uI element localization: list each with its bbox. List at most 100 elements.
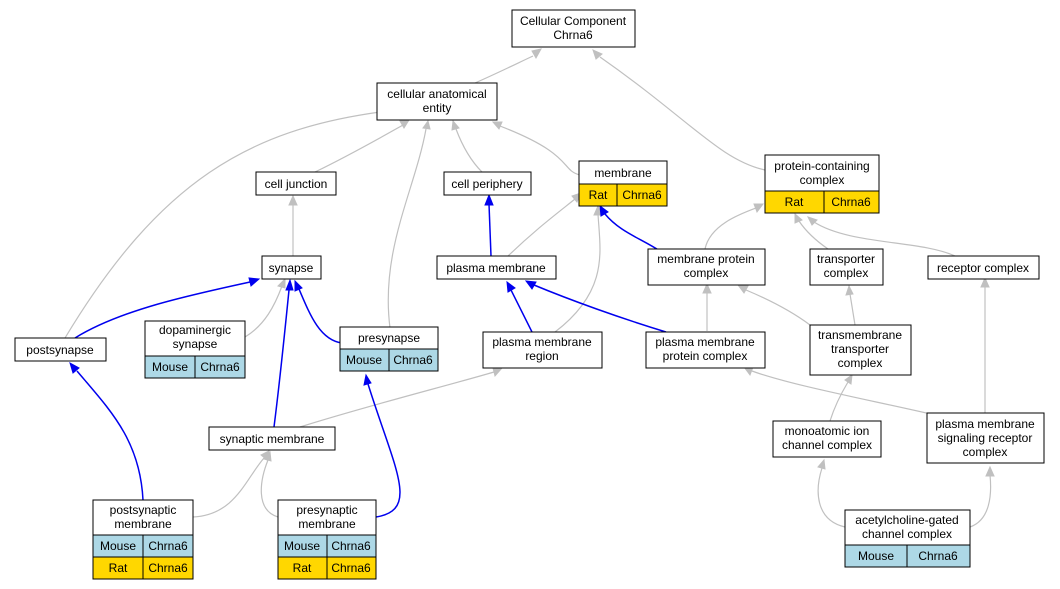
node-receptor-complex[interactable]: receptor complex [927, 255, 1040, 280]
edge-pmr-plasmamembrane [510, 289, 533, 333]
node-cell-junction[interactable]: cell junction [255, 171, 337, 196]
species-label: Rat [293, 561, 312, 575]
node-label: postsynapse [26, 343, 94, 357]
node-label: plasma membrane [446, 261, 546, 275]
edge-celljunction-cae [314, 124, 404, 173]
gene-label: Chrna6 [831, 195, 871, 209]
node-label: membrane [298, 517, 356, 531]
edge-pmsrc-pmpc [751, 370, 936, 416]
node-label: transporter [831, 342, 889, 356]
gene-label: Chrna6 [918, 549, 958, 563]
edge-presynapse-cae [387, 128, 427, 329]
gene-label: Chrna6 [148, 539, 188, 553]
node-label: presynapse [358, 331, 420, 345]
edges [64, 48, 995, 528]
node-label: plasma membrane [655, 335, 755, 349]
node-label: receptor complex [937, 261, 1029, 275]
node-presynapse[interactable]: presynapse Mouse Chrna6 [339, 326, 439, 372]
gene-cell [823, 190, 880, 214]
gene-label: Chrna6 [331, 539, 371, 553]
gene-cell [326, 556, 377, 580]
edge-postsynapse-cae [64, 111, 381, 339]
edge-presynapse-synapse [298, 288, 343, 344]
species-label: Mouse [152, 360, 188, 374]
node-label: complex [838, 356, 883, 370]
node-label: cell periphery [451, 177, 522, 191]
edge-achgcc-monoatomic [817, 467, 846, 528]
species-label: Mouse [284, 539, 320, 553]
species-label: Rat [785, 195, 804, 209]
species-label: Rat [589, 188, 608, 202]
node-label: channel complex [862, 527, 952, 541]
node-label: transporter [817, 252, 875, 266]
node-label: plasma membrane [492, 335, 592, 349]
node-cellular-component-root[interactable]: Cellular Component Chrna6 [511, 9, 636, 48]
node-label: postsynaptic [110, 503, 177, 517]
edge-mpc-pcc [704, 207, 757, 250]
gene-label: Chrna6 [200, 360, 240, 374]
node-monoatomic-ion-channel-complex[interactable]: monoatomic ion channel complex [772, 420, 882, 458]
node-presynaptic-membrane[interactable]: presynaptic membrane Mouse Chrna6 Rat Ch… [277, 499, 377, 580]
node-label: entity [423, 101, 452, 115]
node-cell-periphery[interactable]: cell periphery [443, 171, 532, 196]
node-label: channel complex [782, 438, 872, 452]
node-plasma-membrane-signaling-receptor-complex[interactable]: plasma membrane signaling receptor compl… [926, 412, 1045, 464]
node-label: membrane protein [657, 252, 754, 266]
node-membrane-protein-complex[interactable]: membrane protein complex [647, 248, 766, 286]
edge-cae-root [474, 55, 534, 84]
edge-achgcc-pmsrc [969, 474, 992, 528]
node-label: presynaptic [296, 503, 357, 517]
node-label: cell junction [265, 177, 328, 191]
node-label: monoatomic ion [785, 424, 870, 438]
node-transmembrane-transporter-complex[interactable]: transmembrane transporter complex [809, 324, 912, 376]
node-label: signaling receptor [938, 431, 1033, 445]
edge-membrane-cae [499, 125, 581, 176]
species-label: Mouse [346, 353, 382, 367]
node-membrane[interactable]: membrane Rat Chrna6 [578, 160, 668, 207]
gene-label: Chrna6 [622, 188, 662, 202]
node-label: transmembrane [818, 328, 902, 342]
species-label: Mouse [100, 539, 136, 553]
edge-premembrane-synapticmembrane [260, 459, 279, 518]
gene-cell [194, 355, 246, 379]
node-label: Chrna6 [553, 28, 593, 42]
node-transporter-complex[interactable]: transporter complex [809, 248, 884, 286]
node-synapse[interactable]: synapse [261, 255, 322, 280]
edge-pmr-membrane [554, 213, 601, 333]
node-plasma-membrane-protein-complex[interactable]: plasma membrane protein complex [645, 331, 766, 369]
edge-receptor-pcc [813, 221, 956, 257]
node-label: synapse [269, 261, 314, 275]
node-plasma-membrane[interactable]: plasma membrane [436, 255, 557, 280]
node-dopaminergic-synapse[interactable]: dopaminergic synapse Mouse Chrna6 [144, 320, 246, 379]
gene-label: Chrna6 [331, 561, 371, 575]
edge-mpc-membrane [604, 213, 661, 252]
node-label: complex [684, 266, 729, 280]
node-plasma-membrane-region[interactable]: plasma membrane region [482, 331, 603, 369]
gene-label: Chrna6 [148, 561, 188, 575]
node-label: membrane [594, 166, 652, 180]
edge-postsynapse-synapse [74, 281, 251, 339]
node-label: protein complex [663, 349, 748, 363]
node-cellular-anatomical-entity[interactable]: cellular anatomical entity [376, 82, 498, 121]
node-label: complex [800, 173, 845, 187]
node-protein-containing-complex[interactable]: protein-containing complex Rat Chrna6 [764, 154, 880, 214]
edge-postmembrane-postsynapse [76, 370, 144, 501]
gene-cell [142, 556, 194, 580]
node-label: synapse [173, 337, 218, 351]
species-label: Rat [109, 561, 128, 575]
node-postsynapse[interactable]: postsynapse [14, 337, 107, 362]
edge-ttc-transporter [849, 293, 856, 326]
edge-plasmamembrane-cellperiphery [488, 203, 492, 257]
node-label: plasma membrane [935, 417, 1035, 431]
node-acetylcholine-gated-channel-complex[interactable]: acetylcholine-gated channel complex Mous… [844, 509, 971, 568]
edge-transporter-pcc [798, 220, 829, 250]
node-label: Cellular Component [520, 14, 627, 28]
edge-monoatomic-ttc [829, 381, 849, 422]
edge-pmpc-plasmamembrane [533, 284, 667, 333]
node-label: complex [963, 445, 1008, 459]
edge-cellperiphery-cae [455, 128, 483, 173]
node-label: membrane [114, 517, 172, 531]
node-postsynaptic-membrane[interactable]: postsynaptic membrane Mouse Chrna6 Rat C… [92, 499, 194, 580]
node-synaptic-membrane[interactable]: synaptic membrane [208, 426, 336, 451]
